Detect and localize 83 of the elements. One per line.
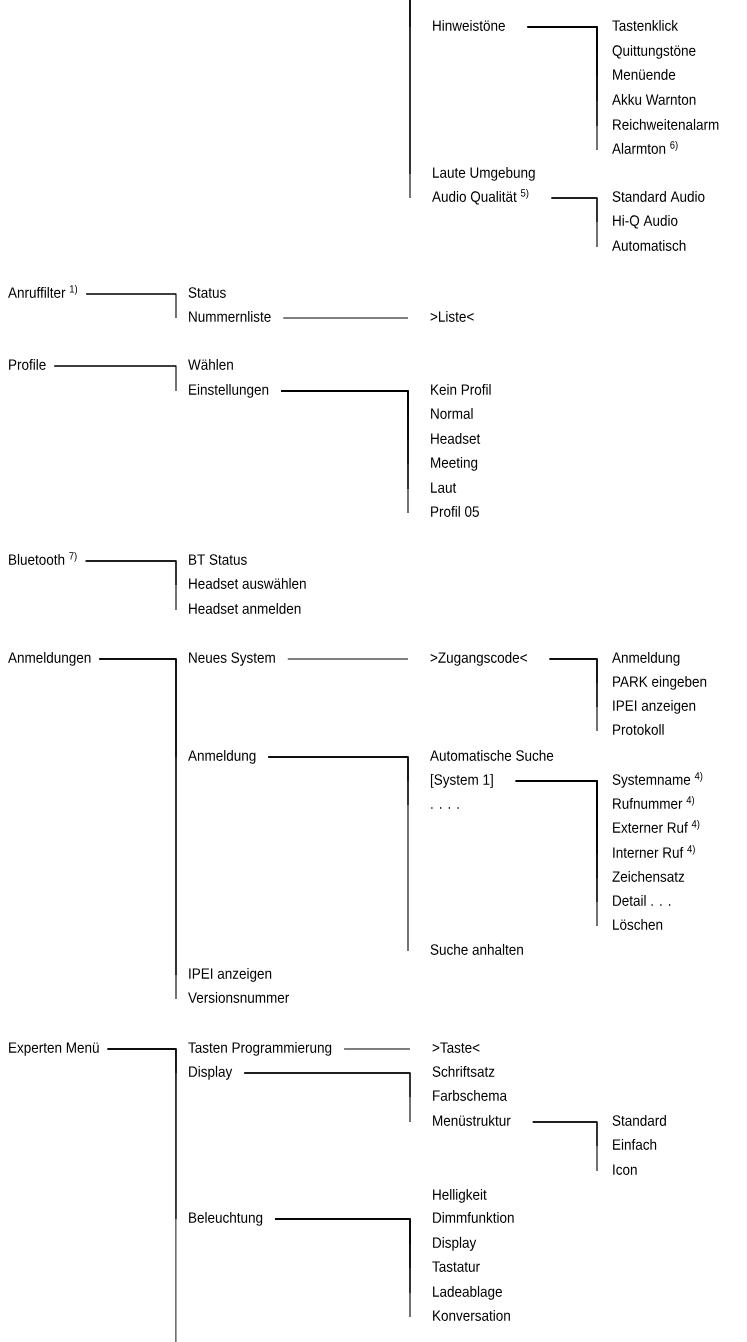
menu-item: Konversation — [433, 1309, 510, 1321]
menu-item: Nummernliste — [189, 310, 271, 322]
menu-item: . . . . — [431, 807, 459, 809]
connector-line — [343, 1048, 411, 1050]
menu-item: Alarmton $^{6)}$ — [612, 140, 678, 154]
menu-item: Hi-Q Audio — [613, 214, 678, 229]
connector-line — [243, 1072, 411, 1123]
menu-item: Schriftsatz — [432, 1065, 495, 1077]
menu-item: Audio Qualität $^{5)}$ — [432, 188, 529, 205]
menu-item: Versionsnummer — [188, 991, 290, 1003]
connector-line — [85, 293, 177, 319]
menu-item: Detail . . . — [613, 894, 671, 906]
menu-item: Menüstruktur — [433, 1114, 511, 1126]
connector-line — [107, 1048, 177, 1342]
menu-item: Headset — [431, 432, 481, 444]
menu-item: Ladeablage — [433, 1285, 502, 1300]
menu-item: Einstellungen — [189, 383, 269, 398]
menu-item: Anmeldung — [612, 651, 680, 666]
menu-item: Anmeldung — [188, 749, 256, 764]
menu-item: Tastenklick — [612, 19, 679, 31]
menu-item: Headset auswählen — [189, 577, 306, 589]
menu-item: Normal — [431, 407, 473, 419]
connector-line — [280, 390, 409, 514]
connector-line — [515, 780, 598, 927]
menu-item: Dimmfunktion — [433, 1211, 514, 1223]
menu-item: Tastatur — [432, 1261, 480, 1272]
menu-item: Profile — [9, 358, 46, 370]
menu-item: Display — [433, 1236, 477, 1251]
menu-item: >Liste< — [430, 310, 474, 322]
menu-item: Icon — [613, 1164, 637, 1175]
menu-item: Reichweitenalarm — [613, 118, 719, 130]
menu-item: Profil 05 — [431, 505, 479, 517]
menu-item: BT Status — [189, 554, 247, 565]
menu-item: Menüende — [613, 68, 676, 80]
menu-item: Hinweistöne — [433, 19, 505, 31]
menu-item: Laute Umgebung — [433, 166, 535, 181]
menu-item: IPEI anzeigen — [613, 699, 696, 714]
connector-line — [267, 756, 409, 952]
menu-item: Rufnummer $^{4)}$ — [613, 795, 695, 809]
menu-item: Standard Audio — [612, 190, 705, 202]
connector-line — [53, 365, 177, 392]
menu-item: Tasten Programmierung — [188, 1041, 332, 1056]
menu-item: Automatische Suche — [430, 749, 554, 761]
menu-item: Farbschema — [433, 1089, 507, 1101]
menu-item: Bluetooth $^{7)}$ — [9, 551, 77, 565]
menu-item: Meeting — [431, 456, 478, 471]
menu-item: Anmeldungen — [8, 651, 91, 666]
menu-item: [System 1] — [430, 773, 493, 788]
menu-item: Suche anhalten — [430, 943, 523, 955]
menu-item: Standard — [612, 1114, 666, 1126]
menu-item: >Zugangscode< — [430, 651, 527, 666]
connector-line — [549, 658, 598, 732]
menu-item: Headset anmelden — [189, 602, 301, 614]
menu-item: Interner Ruf $^{4)}$ — [613, 844, 695, 858]
menu-item: Quittungstöne — [612, 44, 696, 59]
menu-item: Anruffilter $^{1)}$ — [8, 284, 78, 298]
menu-item: Experten Menü — [9, 1042, 99, 1056]
connector-line — [527, 26, 598, 151]
menu-item: Akku Warnton — [612, 93, 696, 105]
menu-item: Wählen — [188, 358, 233, 370]
menu-item: Systemname $^{4)}$ — [612, 771, 703, 788]
menu-item: Externer Ruf $^{4)}$ — [613, 819, 700, 833]
menu-item: Einfach — [613, 1138, 657, 1150]
menu-item: IPEI anzeigen — [189, 967, 272, 982]
menu-item: Automatisch — [612, 239, 686, 251]
connector-line — [274, 1218, 411, 1318]
menu-item: Kein Profil — [431, 383, 491, 395]
menu-item: Zeichensatz — [612, 870, 685, 882]
connector-line — [287, 658, 409, 660]
menu-item: Löschen — [613, 918, 663, 930]
connector-line — [282, 317, 409, 319]
menu-item: >Taste< — [432, 1042, 480, 1053]
menu-item: PARK eingeben — [613, 675, 707, 690]
connector-line — [85, 560, 177, 611]
menu-item: Beleuchtung — [189, 1211, 263, 1226]
connector-line — [532, 1121, 598, 1172]
menu-item: Neues System — [189, 652, 275, 666]
connector-line — [550, 197, 598, 248]
menu-item: Laut — [431, 482, 457, 493]
menu-item: Status — [188, 287, 226, 298]
menu-item: Display — [189, 1065, 233, 1080]
menu-item: Protokoll — [613, 723, 664, 735]
menu-item: Helligkeit — [433, 1188, 487, 1203]
